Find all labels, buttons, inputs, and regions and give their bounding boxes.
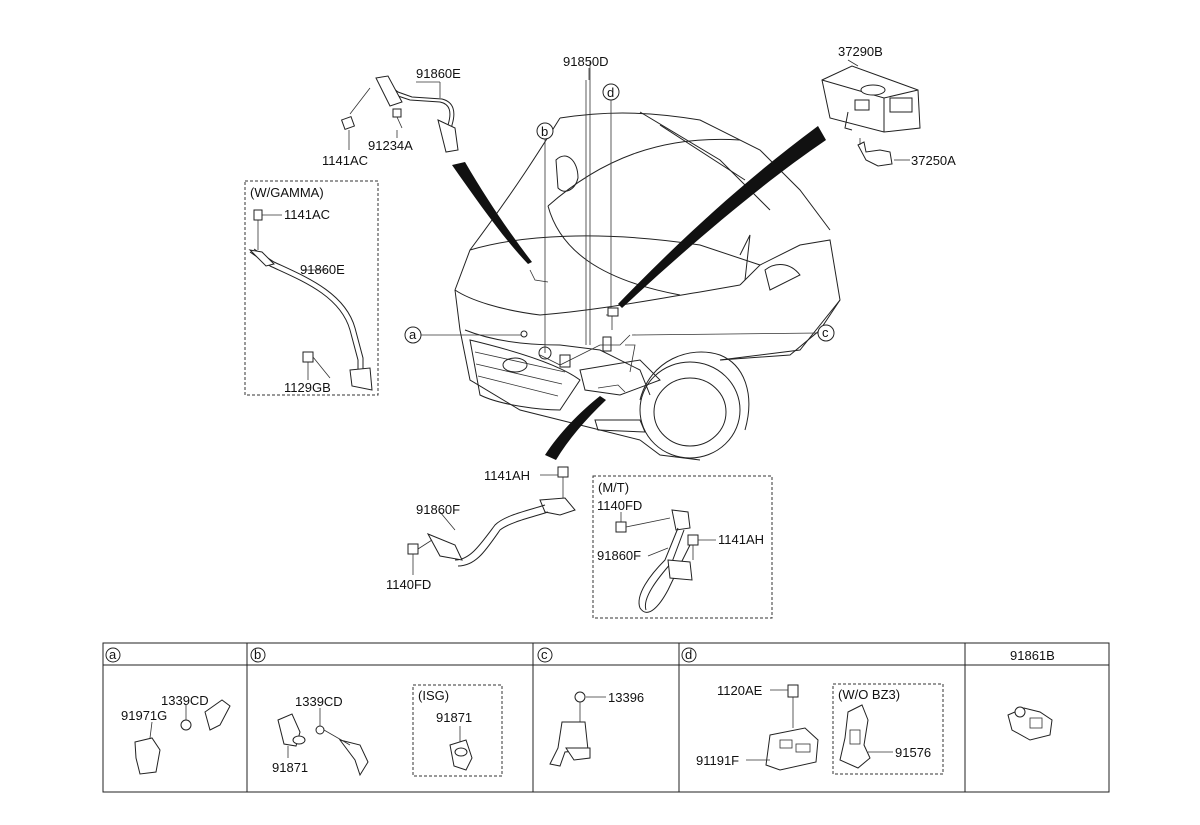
top-left-cable-assembly (340, 75, 459, 153)
label-1141AH-mid: 1141AH (484, 468, 530, 483)
parts-table: a b c d 91861B 1339CD 91971G 91871 (102, 642, 1110, 793)
label-1140FD-mid: 1140FD (386, 577, 431, 592)
label-37290B: 37290B (838, 44, 883, 59)
label-91860E-top: 91860E (416, 66, 461, 81)
mt-box-title: (M/T) (598, 480, 629, 495)
table-header-c: c (541, 647, 548, 662)
cell-b-parts: 91871 1339CD (ISG) 91871 (272, 684, 503, 777)
cell-d-label-91191F: 91191F (696, 753, 739, 768)
label-91860F-mid: 91860F (416, 502, 460, 517)
table-header-91861B: 91861B (1010, 648, 1055, 663)
cell-b-label-1339CD: 1339CD (295, 694, 343, 709)
cell-b-isg-title: (ISG) (418, 688, 449, 703)
table-header-d: d (685, 647, 692, 662)
mt-variant-box: (M/T) 1140FD 1141AH 91860F (592, 475, 773, 619)
label-91850D: 91850D (563, 54, 609, 69)
gamma-variant-box: (W/GAMMA) 1141AC 91860E 1129GB (244, 180, 379, 396)
marker-c: c (631, 324, 835, 342)
table-header-b: b (254, 647, 261, 662)
marker-a-letter: a (409, 327, 417, 342)
ground-cable-91860F (407, 466, 576, 575)
mt-label-91860F: 91860F (597, 548, 641, 563)
gamma-label-1129GB: 1129GB (284, 380, 331, 395)
marker-d: d (602, 83, 620, 308)
cell-a-label-1339CD: 1339CD (161, 693, 209, 708)
table-header-a: a (109, 647, 117, 662)
gamma-box-title: (W/GAMMA) (250, 185, 324, 200)
marker-c-letter: c (822, 325, 829, 340)
label-1141AC-top: 1141AC (322, 153, 368, 168)
marker-b: b (536, 122, 554, 353)
cell-b-isg-label-91871: 91871 (436, 710, 472, 725)
cell-d-wobz3-title: (W/O BZ3) (838, 687, 900, 702)
sensor-37250A (857, 138, 893, 167)
cell-c-label-13396: 13396 (608, 690, 644, 705)
cell-a-label-91971G: 91971G (121, 708, 167, 723)
gamma-label-91860E: 91860E (300, 262, 345, 277)
marker-a: a (404, 326, 528, 344)
cell-d-label-91576: 91576 (895, 745, 931, 760)
cell-c-parts: 13396 (549, 690, 644, 767)
mt-label-1141AH: 1141AH (718, 532, 764, 547)
cell-b-label-91871: 91871 (272, 760, 308, 775)
mt-label-1140FD: 1140FD (597, 498, 642, 513)
marker-b-letter: b (541, 124, 548, 139)
pointer-wedge-top-right (618, 126, 826, 308)
marker-d-letter: d (607, 85, 614, 100)
gamma-label-1141AC: 1141AC (284, 207, 330, 222)
pointer-wedge-bottom (545, 396, 606, 460)
label-37250A: 37250A (911, 153, 956, 168)
cell-a-parts: 1339CD 91971G (121, 693, 231, 775)
pointer-wedge-top-left (452, 162, 532, 264)
car-illustration (454, 60, 841, 461)
cell-d-parts: 1120AE 91191F (W/O BZ3) 91576 (696, 683, 944, 775)
battery-sensor-module-37290B (821, 65, 921, 133)
label-91234A: 91234A (368, 138, 413, 153)
cell-91861B-parts (1007, 706, 1053, 741)
cell-d-label-1120AE: 1120AE (717, 683, 763, 698)
